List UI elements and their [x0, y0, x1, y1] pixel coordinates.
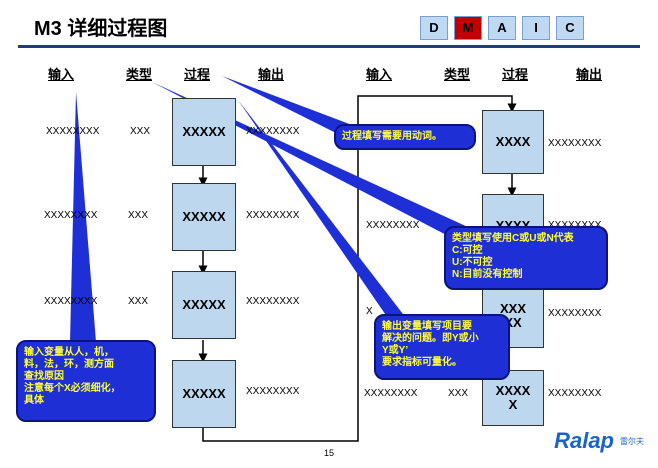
- page-title: M3 详细过程图: [34, 18, 168, 40]
- right-row-4-input: XXXXXXXX: [364, 388, 418, 399]
- right-row-4-output: XXXXXXXX: [548, 388, 602, 399]
- right-row-2-output: XXXXXXXX: [548, 220, 601, 231]
- right-row-3-input: X: [366, 306, 373, 317]
- right-header-type: 类型: [444, 67, 471, 82]
- phase-i: I: [522, 16, 550, 40]
- left-header-type: 类型: [126, 67, 153, 82]
- right-header-input: 输入: [366, 67, 393, 82]
- left-row-4-output: XXXXXXXX: [246, 386, 300, 397]
- callout-input: 输入变量从人，机， 料，法，环，测方面 查找原因 注意每个X必须细化， 具体: [16, 340, 156, 422]
- left-row-1-output: XXXXXXXX: [246, 126, 300, 137]
- right-row-1-output: XXXXXXXX: [548, 138, 602, 149]
- right-process-box-4: XXXX X: [482, 370, 544, 426]
- phase-a: A: [488, 16, 516, 40]
- right-row-2-input: XXXXXXXX: [366, 220, 420, 231]
- left-process-box-3: XXXXX: [172, 271, 236, 339]
- right-row-3-output: XXXXXXXX: [548, 308, 602, 319]
- right-row-4-type: XXX: [448, 388, 469, 399]
- left-row-3-input: XXXXXXXX: [44, 296, 98, 307]
- right-header-process: 过程: [502, 67, 529, 82]
- phase-d: D: [420, 16, 448, 40]
- left-row-3-output: XXXXXXXX: [246, 296, 300, 307]
- left-row-2-type: XXX: [128, 210, 149, 221]
- left-row-1-type: XXX: [130, 126, 151, 137]
- company-logo: Ralap: [554, 428, 614, 453]
- left-row-3-type: XXX: [128, 296, 149, 307]
- company-logo-subtitle: 雷尔夫: [620, 437, 644, 446]
- left-process-box-4: XXXXX: [172, 360, 236, 428]
- left-header-input: 输入: [48, 67, 75, 82]
- right-process-box-1: XXXX: [482, 110, 544, 174]
- left-process-box-1: XXXXX: [172, 98, 236, 166]
- left-header-process: 过程: [184, 67, 211, 82]
- page-number: 15: [323, 448, 334, 458]
- title-divider: [18, 45, 640, 48]
- left-row-2-input: XXXXXXXX: [44, 210, 98, 221]
- phase-c: C: [556, 16, 584, 40]
- phase-m: M: [454, 16, 482, 40]
- left-header-output: 输出: [258, 67, 285, 82]
- left-process-box-2: XXXXX: [172, 183, 236, 251]
- callout-process: 过程填写需要用动词。: [334, 124, 476, 150]
- callout-output: 输出变量填写项目要 解决的问题。即Y或小 Y或Y’ 要求指标可量化。: [374, 314, 510, 380]
- right-header-output: 输出: [576, 67, 603, 82]
- callout-type: 类型填写使用C或U或N代表 C:可控 U:不可控 N:目前没有控制: [444, 226, 608, 290]
- left-row-2-output: XXXXXXXX: [246, 210, 300, 221]
- left-row-1-input: XXXXXXXX: [46, 126, 100, 137]
